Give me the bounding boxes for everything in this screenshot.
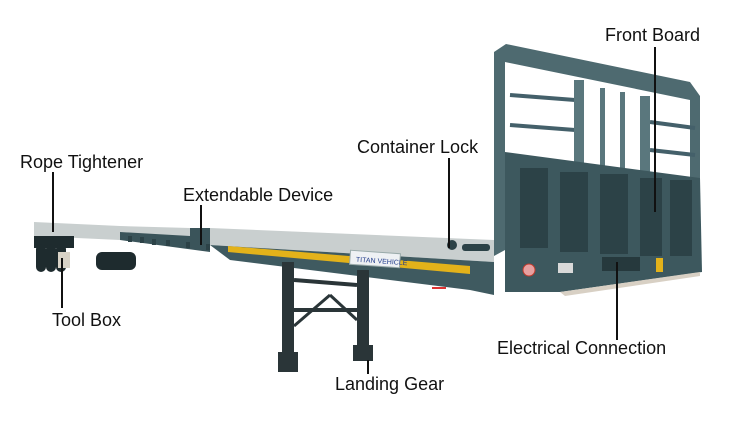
extendable-device-leader bbox=[200, 205, 202, 245]
label-container-lock: Container Lock bbox=[357, 137, 479, 157]
tool-box-leader bbox=[61, 258, 63, 308]
front-board-frame bbox=[494, 44, 702, 296]
front-board-leader bbox=[654, 47, 656, 212]
landing-gear-leader bbox=[367, 360, 369, 374]
label-extendable-device: Extendable Device bbox=[183, 185, 334, 205]
container-lock-leader bbox=[448, 158, 450, 248]
rope-tightener-leader bbox=[52, 172, 54, 232]
electrical-connection-leader bbox=[616, 262, 618, 340]
label-tool-box: Tool Box bbox=[52, 310, 122, 330]
label-rope-tightener: Rope Tightener bbox=[20, 152, 144, 172]
label-electrical-connection: Electrical Connection bbox=[497, 338, 667, 358]
label-landing-gear: Landing Gear bbox=[335, 374, 445, 394]
brand-plate: TITAN VEHICLE bbox=[356, 257, 408, 268]
label-front-board: Front Board bbox=[605, 25, 701, 45]
